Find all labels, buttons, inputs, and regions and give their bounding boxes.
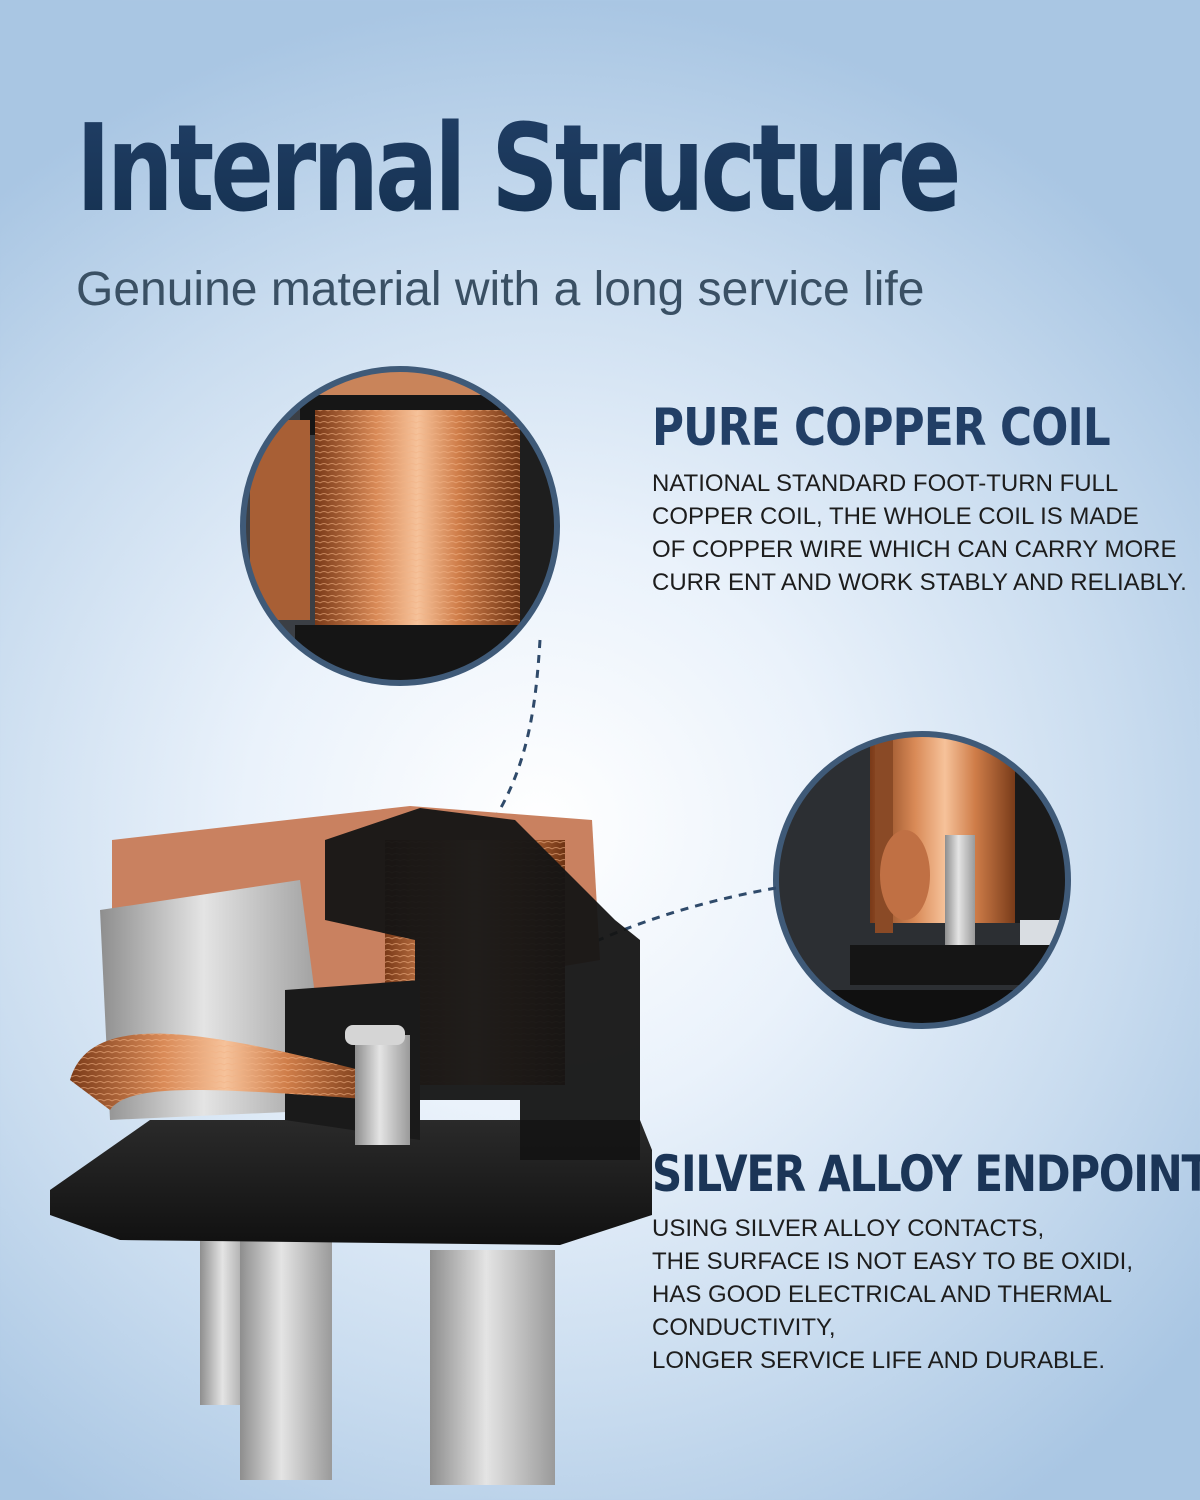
copper-coil-description-line: COPPER COIL, THE WHOLE COIL IS MADE	[652, 503, 1139, 530]
copper-coil-description-line: NATIONAL STANDARD FOOT-TURN FULL	[652, 470, 1119, 497]
page-subtitle: Genuine material with a long service lif…	[76, 263, 925, 316]
silver-alloy-description-line: LONGER SERVICE LIFE AND DURABLE.	[652, 1347, 1106, 1374]
silver-alloy-heading: SILVER ALLOY ENDPOINT	[652, 1145, 1200, 1203]
silver-alloy-description-line: CONDUCTIVITY,	[652, 1314, 836, 1341]
page-title: Internal Structure	[76, 100, 961, 239]
silver-alloy-description-line: USING SILVER ALLOY CONTACTS,	[652, 1215, 1045, 1242]
relay-main-image	[50, 806, 652, 1485]
silver-alloy-description-line: HAS GOOD ELECTRICAL AND THERMAL	[652, 1281, 1113, 1308]
copper-coil-zoom-image	[240, 366, 560, 686]
copper-coil-description: NATIONAL STANDARD FOOT-TURN FULL COPPER …	[652, 467, 1187, 599]
silver-contact-zoom-image	[773, 731, 1071, 1029]
copper-coil-description-line: OF COPPER WIRE WHICH CAN CARRY MORE	[652, 536, 1177, 563]
copper-coil-description-line: CURR ENT AND WORK STABLY AND RELIABLY.	[652, 569, 1187, 596]
silver-alloy-description: USING SILVER ALLOY CONTACTS, THE SURFACE…	[652, 1212, 1133, 1377]
silver-alloy-description-line: THE SURFACE IS NOT EASY TO BE OXIDI,	[652, 1248, 1134, 1275]
copper-coil-heading: PURE COPPER COIL	[652, 398, 1111, 458]
